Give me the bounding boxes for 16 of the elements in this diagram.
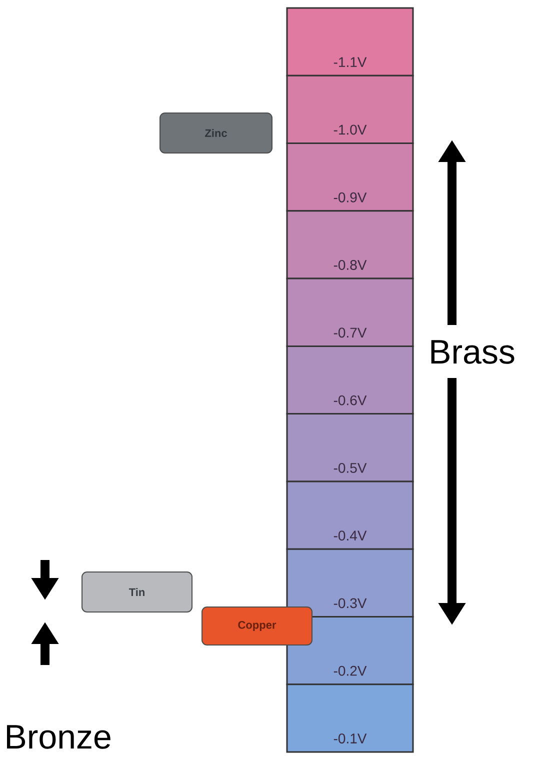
- scale-cell: -0.8V: [286, 210, 414, 280]
- scale-cell: -0.2V: [286, 616, 414, 686]
- metal-button: Tin: [82, 572, 192, 612]
- scale-cell: -0.7V: [286, 278, 414, 347]
- scale-cell: -0.4V: [286, 480, 414, 550]
- scale-cell: -1.1V: [286, 7, 414, 76]
- scale-cell: -0.9V: [286, 142, 414, 212]
- scale-cell: -0.3V: [286, 548, 414, 618]
- alloy-label: Brass: [431, 340, 514, 364]
- scale-cell: -0.5V: [286, 413, 414, 482]
- metal-button: Zinc: [160, 112, 272, 154]
- metal-button: Copper: [202, 606, 312, 646]
- scale-cell: -1.0V: [286, 74, 414, 144]
- scale-cell: -0.6V: [286, 345, 414, 415]
- scale-cell: -0.1V: [286, 684, 414, 753]
- alloy-label: Bronze: [7, 725, 110, 749]
